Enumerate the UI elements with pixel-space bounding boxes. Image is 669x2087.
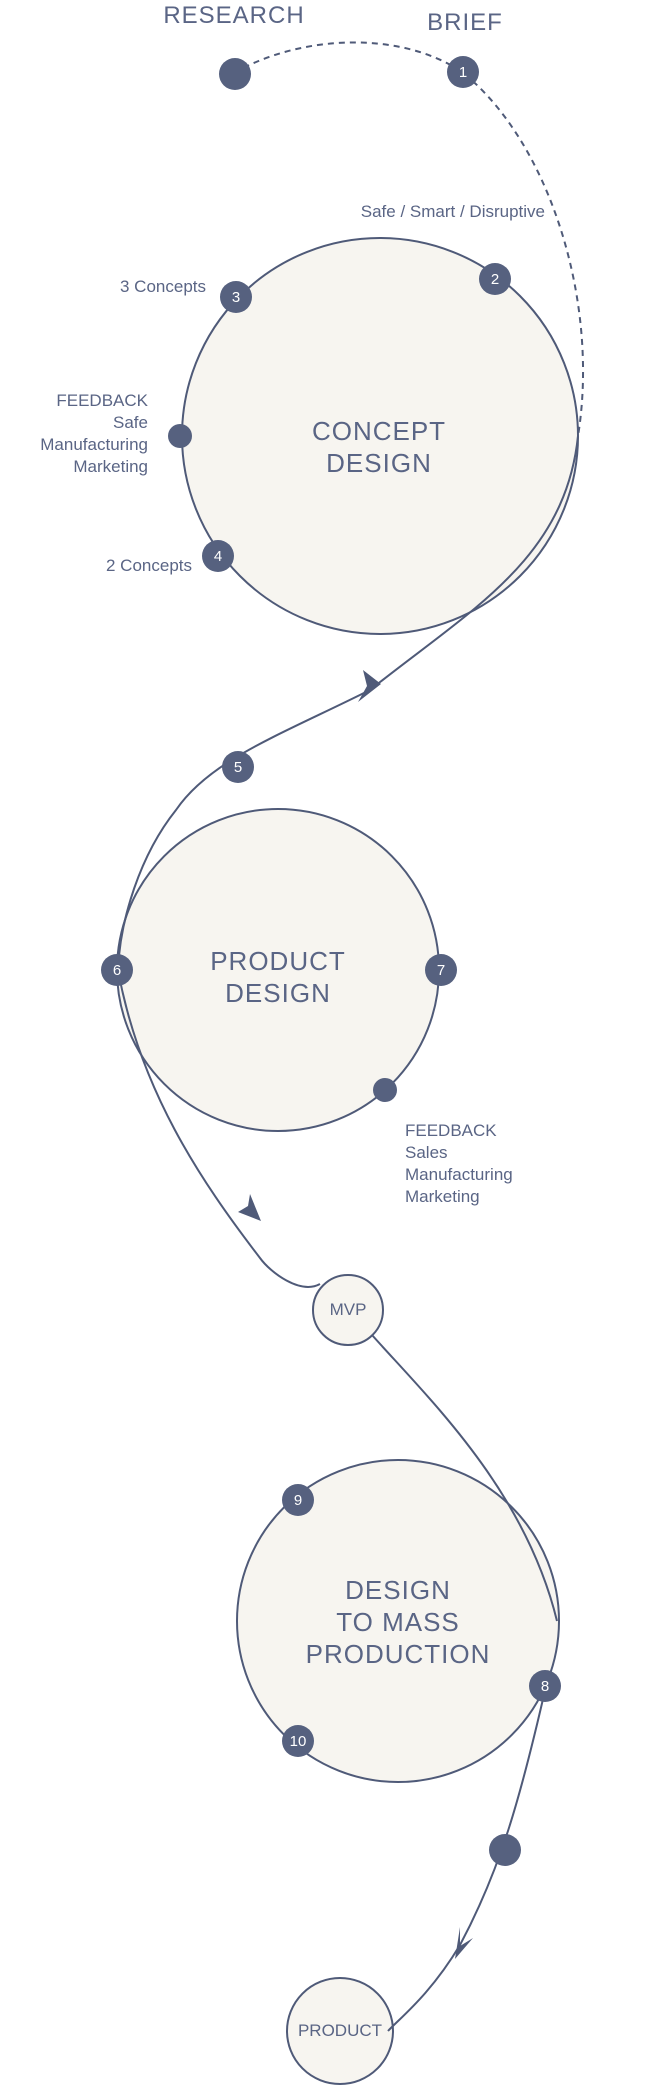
product-feedback-marker bbox=[373, 1078, 397, 1102]
step-8-marker bbox=[529, 1670, 561, 1702]
step-10-marker bbox=[282, 1725, 314, 1757]
product-to-mvp-path bbox=[117, 969, 321, 1288]
step-5-label: 5 bbox=[234, 759, 242, 776]
step-6-marker bbox=[101, 954, 133, 986]
step-8-label: 8 bbox=[541, 1678, 549, 1695]
step-7-label: 7 bbox=[437, 962, 445, 979]
handoff-marker bbox=[489, 1834, 521, 1866]
research-header: RESEARCH bbox=[163, 2, 304, 29]
mass-stage-title-line-3: PRODUCTION bbox=[306, 1639, 491, 1669]
mass-stage-title-line-2: TO MASS bbox=[336, 1607, 460, 1637]
mvp-stage bbox=[312, 1274, 384, 1346]
arrow-head-icon bbox=[238, 1194, 261, 1221]
three-concepts-note: 3 Concepts bbox=[120, 277, 206, 296]
final-product-stage bbox=[286, 1977, 394, 2085]
final-product-label: PRODUCT bbox=[298, 2021, 382, 2040]
product-feedback-item: Marketing bbox=[405, 1187, 480, 1206]
brief-header: BRIEF bbox=[427, 9, 503, 36]
product-feedback-item: Sales bbox=[405, 1143, 448, 1162]
step-2-marker bbox=[479, 263, 511, 295]
mvp-to-mass-path bbox=[371, 1334, 558, 1622]
concept-feedback-item: Marketing bbox=[73, 457, 148, 476]
step-3-label: 3 bbox=[232, 289, 240, 306]
step-9-marker bbox=[282, 1484, 314, 1516]
step-1-label: 1 bbox=[459, 64, 467, 81]
step-10-label: 10 bbox=[290, 1733, 307, 1750]
concept-feedback-heading: FEEDBACK bbox=[56, 391, 148, 410]
mass-production-stage bbox=[236, 1459, 560, 1783]
concept-to-product-path bbox=[117, 435, 579, 971]
concept-feedback-marker bbox=[168, 424, 192, 448]
step-6-label: 6 bbox=[113, 962, 121, 979]
product-stage-title-line-2: DESIGN bbox=[225, 978, 331, 1008]
mass-to-product-path bbox=[387, 1685, 547, 2032]
step-1-marker bbox=[447, 56, 479, 88]
product-feedback-item: Manufacturing bbox=[405, 1165, 513, 1184]
step-4-label: 4 bbox=[214, 548, 222, 565]
concept-feedback-item: Manufacturing bbox=[40, 435, 148, 454]
mass-stage-title-line-1: DESIGN bbox=[345, 1575, 451, 1605]
step-3-marker bbox=[220, 281, 252, 313]
concept-stage-title-line-2: DESIGN bbox=[326, 448, 432, 478]
product-feedback-heading: FEEDBACK bbox=[405, 1121, 497, 1140]
step-2-label: 2 bbox=[491, 271, 499, 288]
product-stage-title-line-1: PRODUCT bbox=[210, 946, 346, 976]
research-brief-dashed-path bbox=[233, 41, 585, 437]
mvp-label: MVP bbox=[330, 1300, 367, 1319]
step-4-marker bbox=[202, 540, 234, 572]
two-concepts-note: 2 Concepts bbox=[106, 556, 192, 575]
arrow-head-icon bbox=[358, 670, 381, 702]
concept-feedback-item: Safe bbox=[113, 413, 148, 432]
research-marker bbox=[219, 58, 251, 90]
arrow-head-icon bbox=[455, 1927, 473, 1959]
step-9-label: 9 bbox=[294, 1492, 302, 1509]
concept-stage-title-line-1: CONCEPT bbox=[312, 416, 446, 446]
step-5-marker bbox=[222, 751, 254, 783]
step-7-marker bbox=[425, 954, 457, 986]
brief-criteria-note: Safe / Smart / Disruptive bbox=[361, 202, 545, 221]
